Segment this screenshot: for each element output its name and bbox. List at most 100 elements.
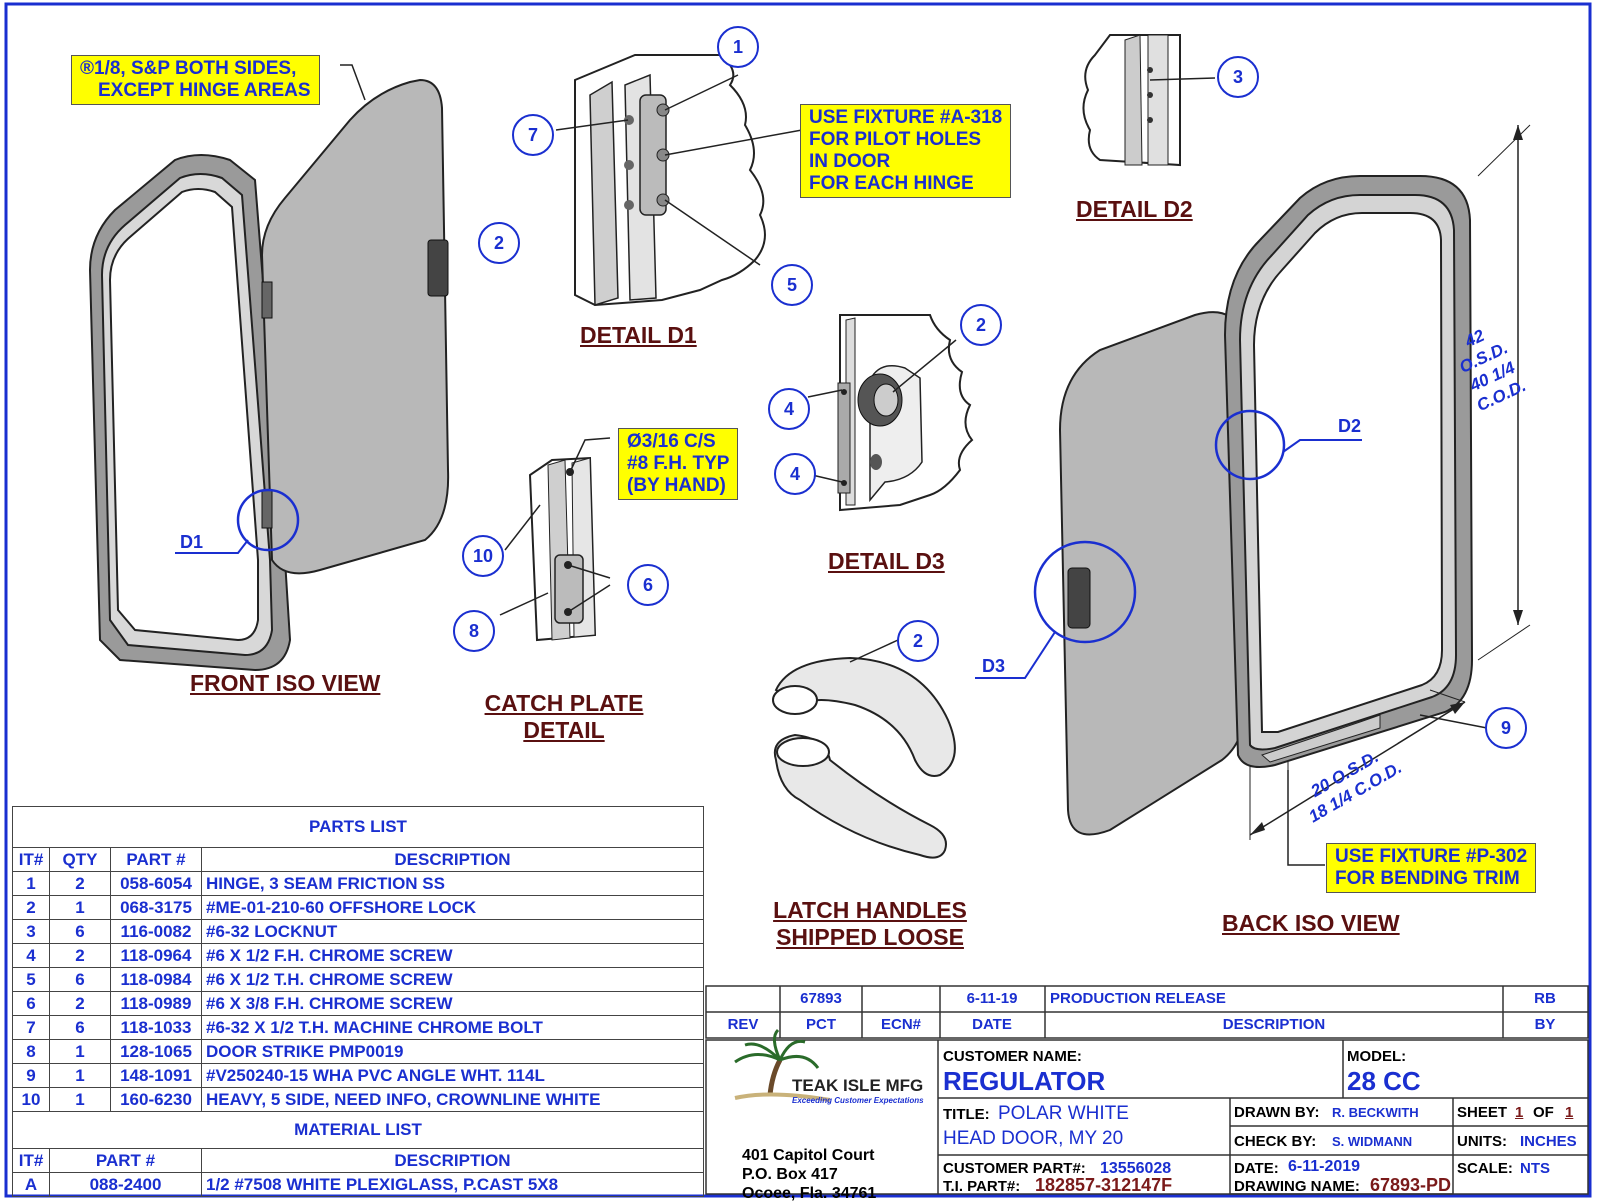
address-line-1: 401 Capitol Court (742, 1147, 875, 1164)
part-number: 128-1065 (110, 1039, 202, 1064)
balloon-2-latch: 2 (897, 620, 939, 662)
part-qty: 1 (49, 1039, 111, 1064)
check-by-label: CHECK BY: (1234, 1133, 1317, 1150)
part-item-number: 5 (12, 967, 50, 992)
part-description: HEAVY, 5 SIDE, NEED INFO, CROWNLINE WHIT… (201, 1087, 704, 1112)
fixture-a318-note: USE FIXTURE #A-318 FOR PILOT HOLES IN DO… (800, 104, 1012, 198)
material-item-number: A (12, 1172, 50, 1197)
finish-note-line-1: ®1/8, S&P BOTH SIDES, (80, 58, 297, 79)
fixture-a318-line-1: USE FIXTURE #A-318 (809, 107, 1003, 128)
part-description: #6 X 1/2 F.H. CHROME SCREW (201, 943, 704, 968)
ecn-header: ECN# (880, 1016, 921, 1033)
latch-handles-label-line-2: SHIPPED LOOSE (776, 924, 964, 950)
parts-header-description: DESCRIPTION (201, 847, 704, 872)
part-number: 068-3175 (110, 895, 202, 920)
drawing-name-value: 67893-PD (1370, 1175, 1452, 1195)
material-description: 1/2 #7508 WHITE PLEXIGLASS, P.CAST 5X8 (201, 1172, 704, 1197)
cs-note: Ø3/16 C/S #8 F.H. TYP (BY HAND) (618, 428, 739, 500)
address-line-2: P.O. Box 417 (742, 1166, 838, 1183)
material-header-description: DESCRIPTION (201, 1148, 704, 1173)
scale-label: SCALE: (1457, 1160, 1513, 1177)
model-value: 28 CC (1347, 1066, 1421, 1096)
latch-handles-label: LATCH HANDLES SHIPPED LOOSE (764, 897, 976, 951)
parts-list-header: IT# QTY PART # DESCRIPTION (12, 847, 704, 872)
balloon-7: 7 (512, 114, 554, 156)
part-description: DOOR STRIKE PMP0019 (201, 1039, 704, 1064)
part-description: #6-32 X 1/2 T.H. MACHINE CHROME BOLT (201, 1015, 704, 1040)
ti-part-value: 182857-312147F (1035, 1175, 1173, 1195)
customer-part-value: 13556028 (1100, 1160, 1172, 1177)
part-description: HINGE, 3 SEAM FRICTION SS (201, 871, 704, 896)
part-number: 160-6230 (110, 1087, 202, 1112)
company-address: 401 Capitol Court P.O. Box 417 Ocoee, Fl… (742, 1146, 876, 1203)
sheet-border (4, 2, 1592, 1198)
title-label: TITLE: (943, 1106, 990, 1123)
balloon-4-top: 4 (768, 388, 810, 430)
part-item-number: 4 (12, 943, 50, 968)
parts-header-part: PART # (110, 847, 202, 872)
part-number: 118-1033 (110, 1015, 202, 1040)
part-item-number: 10 (12, 1087, 50, 1112)
parts-header-it: IT# (12, 847, 50, 872)
back-iso-view-label: BACK ISO VIEW (1222, 910, 1400, 936)
part-item-number: 9 (12, 1063, 50, 1088)
catch-plate-label: CATCH PLATE DETAIL (476, 690, 652, 744)
balloon-2-detail-d3: 2 (960, 304, 1002, 346)
part-qty: 1 (49, 1063, 111, 1088)
part-number: 118-0964 (110, 943, 202, 968)
scale-value: NTS (1520, 1160, 1550, 1177)
units-value: INCHES (1520, 1133, 1577, 1150)
detail-d2-drawing (1082, 34, 1216, 167)
part-item-number: 8 (12, 1039, 50, 1064)
detail-ref-d3: D3 (982, 656, 1006, 676)
cs-note-line-3: (BY HAND) (627, 475, 726, 496)
customer-part-label: CUSTOMER PART#: (943, 1160, 1086, 1177)
drawn-by-value: R. BECKWITH (1332, 1105, 1419, 1120)
detail-ref-d2: D2 (1338, 416, 1362, 436)
part-qty: 6 (49, 967, 111, 992)
latch-handles-label-line-1: LATCH HANDLES (773, 897, 967, 923)
detail-d3-drawing (807, 314, 974, 512)
part-number: 058-6054 (110, 871, 202, 896)
balloon-4-bottom: 4 (774, 453, 816, 495)
fixture-a318-line-3: IN DOOR (809, 151, 891, 172)
by-header: BY (1534, 1016, 1556, 1033)
units-label: UNITS: (1457, 1133, 1507, 1150)
back-iso-door-drawing (975, 124, 1531, 866)
part-qty: 1 (49, 1087, 111, 1112)
part-number: 118-0989 (110, 991, 202, 1016)
rev-header: REV (727, 1016, 759, 1033)
part-qty: 2 (49, 991, 111, 1016)
company-name: TEAK ISLE MFG (792, 1076, 924, 1095)
part-item-number: 3 (12, 919, 50, 944)
material-list-header: IT# PART # DESCRIPTION (12, 1148, 704, 1173)
balloon-9: 9 (1485, 707, 1527, 749)
parts-header-qty: QTY (49, 847, 111, 872)
drawing-name-label: DRAWING NAME: (1234, 1178, 1360, 1195)
model-label: MODEL: (1347, 1048, 1407, 1065)
fixture-a318-line-4: FOR EACH HINGE (809, 173, 974, 194)
part-qty: 2 (49, 871, 111, 896)
customer-name-label: CUSTOMER NAME: (943, 1048, 1082, 1065)
finish-note-line-2: EXCEPT HINGE AREAS (98, 80, 311, 101)
part-description: #6 X 1/2 T.H. CHROME SCREW (201, 967, 704, 992)
drawn-by-label: DRAWN BY: (1234, 1104, 1320, 1121)
title-line-2: HEAD DOOR, MY 20 (943, 1128, 1124, 1149)
detail-d1-label: DETAIL D1 (580, 322, 697, 348)
catch-plate-label-line-1: CATCH PLATE (484, 690, 644, 716)
fixture-p302-line-2: FOR BENDING TRIM (1335, 868, 1520, 889)
part-qty: 2 (49, 943, 111, 968)
ti-part-label: T.I. PART#: (943, 1178, 1021, 1195)
detail-d3-label: DETAIL D3 (828, 548, 945, 574)
part-item-number: 6 (12, 991, 50, 1016)
parts-list-title: PARTS LIST (12, 806, 704, 848)
